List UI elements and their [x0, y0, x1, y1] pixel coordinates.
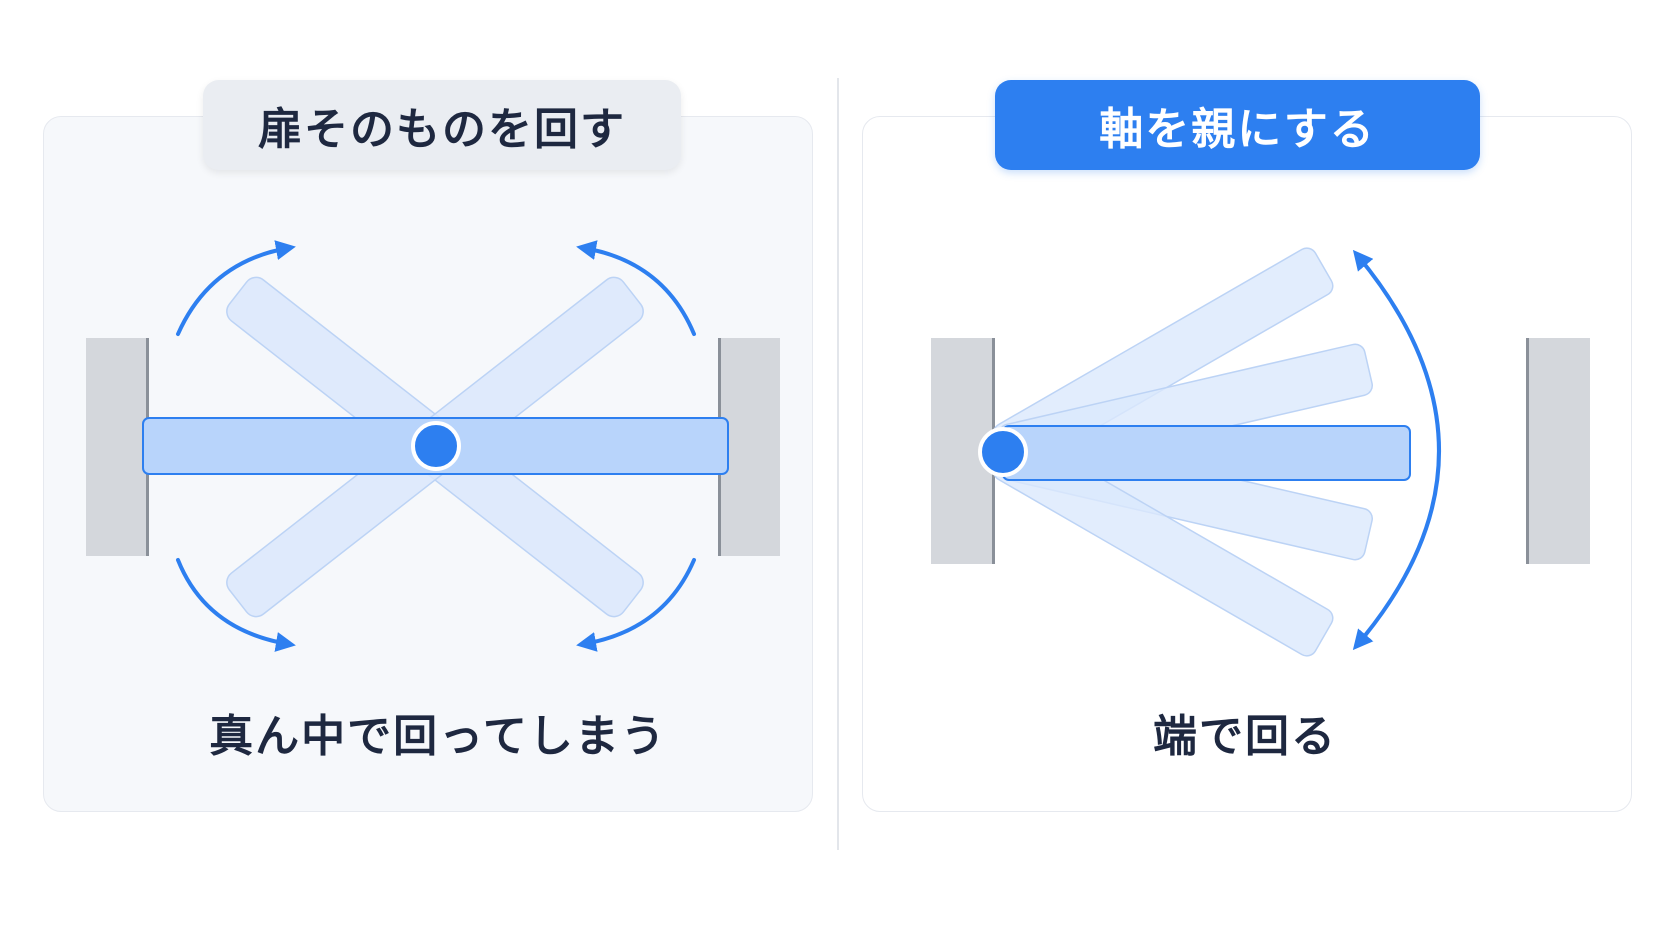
- left-caption: 真ん中で回ってしまう: [209, 711, 667, 762]
- rotation-arrow-bottom-right: [576, 558, 696, 652]
- left-wall: [86, 338, 149, 556]
- left-diagram: [86, 240, 780, 652]
- center-pivot-dot: [411, 421, 461, 471]
- hinge-pivot-dot: [978, 427, 1028, 477]
- swing-arc-arrow: [1352, 249, 1441, 651]
- rotation-arrow-top-right: [576, 240, 696, 336]
- rotation-arrow-top-left: [176, 240, 296, 336]
- far-wall: [1526, 338, 1590, 564]
- right-diagram: [931, 247, 1590, 657]
- hinged-door: [1002, 425, 1411, 481]
- panel-divider: [837, 78, 839, 850]
- left-title-pill: 扉そのものを回す: [203, 80, 681, 170]
- right-caption: 端で回る: [1153, 711, 1337, 762]
- rotation-arrow-bottom-left: [176, 558, 296, 652]
- right-title-pill: 軸を親にする: [995, 80, 1480, 170]
